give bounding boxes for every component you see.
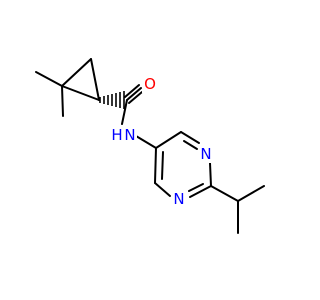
pyrimidine-n-upper-label: N bbox=[200, 145, 211, 163]
bond-ring-left bbox=[61, 58, 92, 87]
bond-carbonyl-double-a bbox=[128, 91, 143, 104]
bond-pyr-c6-c5 bbox=[154, 147, 157, 184]
amide-n-label: N bbox=[124, 126, 135, 144]
bond-isopropyl-methyl-up bbox=[237, 185, 265, 202]
bond-methyl-b bbox=[61, 85, 64, 117]
molecule-structure: O H N N N bbox=[35, 58, 265, 234]
bond-pyr-c2-n1 bbox=[189, 185, 212, 198]
oxygen-label: O bbox=[144, 75, 156, 93]
bond-carbonyl-single bbox=[126, 87, 142, 101]
bond-pyr-c4-n3 bbox=[180, 131, 200, 144]
bond-isopropyl-root bbox=[210, 185, 239, 202]
amide-nh-label: H bbox=[111, 126, 122, 144]
pyrimidine-n-lower-label: N bbox=[173, 190, 184, 208]
atom-labels: O H N N N bbox=[111, 75, 213, 208]
bond-carbonyl-double-b bbox=[124, 84, 140, 98]
bond-pyr-inner-c bbox=[188, 183, 204, 192]
bond-pyr-inner-a bbox=[161, 151, 164, 180]
bond-pyr-inner-b bbox=[183, 140, 198, 150]
bond-ring-right bbox=[90, 58, 100, 101]
bond-lines bbox=[35, 58, 265, 234]
bond-ring-bottom bbox=[61, 85, 100, 101]
bond-methyl-a bbox=[35, 71, 63, 87]
stereo-hash-bond bbox=[99, 91, 125, 109]
bond-pyr-c5-c4 bbox=[155, 131, 182, 149]
bond-pyr-n3-c2 bbox=[209, 162, 212, 187]
bond-n-ring bbox=[135, 135, 157, 149]
bond-amide-c-n bbox=[121, 99, 128, 125]
bond-pyr-n1-c6 bbox=[154, 182, 171, 197]
